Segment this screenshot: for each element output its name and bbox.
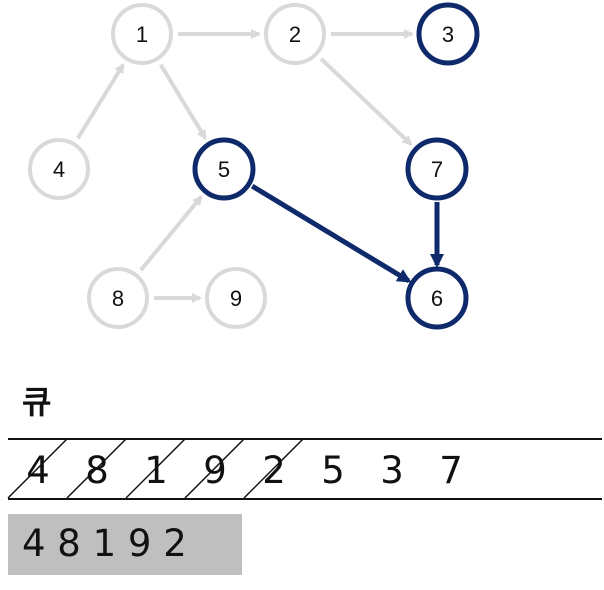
node-5: 5 [192,137,256,201]
graph-diagram: 1 2 3 4 5 7 8 9 6 [28,2,480,330]
queue-item-2: 8 [85,449,109,492]
node-1-label: 1 [136,22,148,47]
node-9-circle [205,267,267,329]
visit-order-text: 4 8 1 9 2 [22,522,187,565]
queue-item-1: 4 [26,449,50,492]
queue-item-8: 7 [439,449,463,492]
node-8-label: 8 [112,286,124,311]
node-7: 7 [405,137,469,201]
queue-item-6: 5 [321,449,345,492]
node-6-circle [405,266,469,330]
node-8: 8 [87,267,149,329]
queue-item-2-dequeued-slash [66,438,127,499]
queue-title: 큐 [22,383,52,421]
queue-item-1-dequeued-slash [7,438,68,499]
node-7-label: 7 [431,157,443,182]
edge-8-to-5 [139,195,203,272]
node-2-label: 2 [289,22,301,47]
node-9: 9 [205,267,267,329]
edge-2-to-7 [319,57,413,146]
queue-item-7: 3 [380,449,404,492]
node-5-label: 5 [218,157,230,182]
node-5-circle [192,137,256,201]
node-3-label: 3 [442,22,454,47]
visit-order-box: 4 8 1 9 2 [8,514,242,575]
queue-item-4: 9 [203,449,227,492]
queue-item-3: 1 [144,449,168,492]
nodes-layer: 1 2 3 4 5 7 8 9 6 [28,2,480,330]
node-4: 4 [28,138,90,200]
node-3: 3 [416,2,480,66]
node-2-circle [264,3,326,65]
node-4-circle [28,138,90,200]
node-8-circle [87,267,149,329]
node-9-label: 9 [230,286,242,311]
node-7-circle [405,137,469,201]
node-6: 6 [405,266,469,330]
node-1: 1 [111,3,173,65]
queue-item-3-dequeued-slash [125,438,186,499]
queue-item-5: 2 [262,449,286,492]
node-6-label: 6 [431,286,443,311]
queue-item-5-dequeued-slash [243,438,304,499]
node-1-circle [111,3,173,65]
edge-1-to-5 [158,63,208,140]
edges-layer [76,29,444,303]
edge-4-to-1 [76,62,125,140]
edge-5-to-6 [250,183,412,284]
node-4-label: 4 [53,157,65,182]
node-2: 2 [264,3,326,65]
node-3-circle [416,2,480,66]
queue-item-4-dequeued-slash [184,438,245,499]
